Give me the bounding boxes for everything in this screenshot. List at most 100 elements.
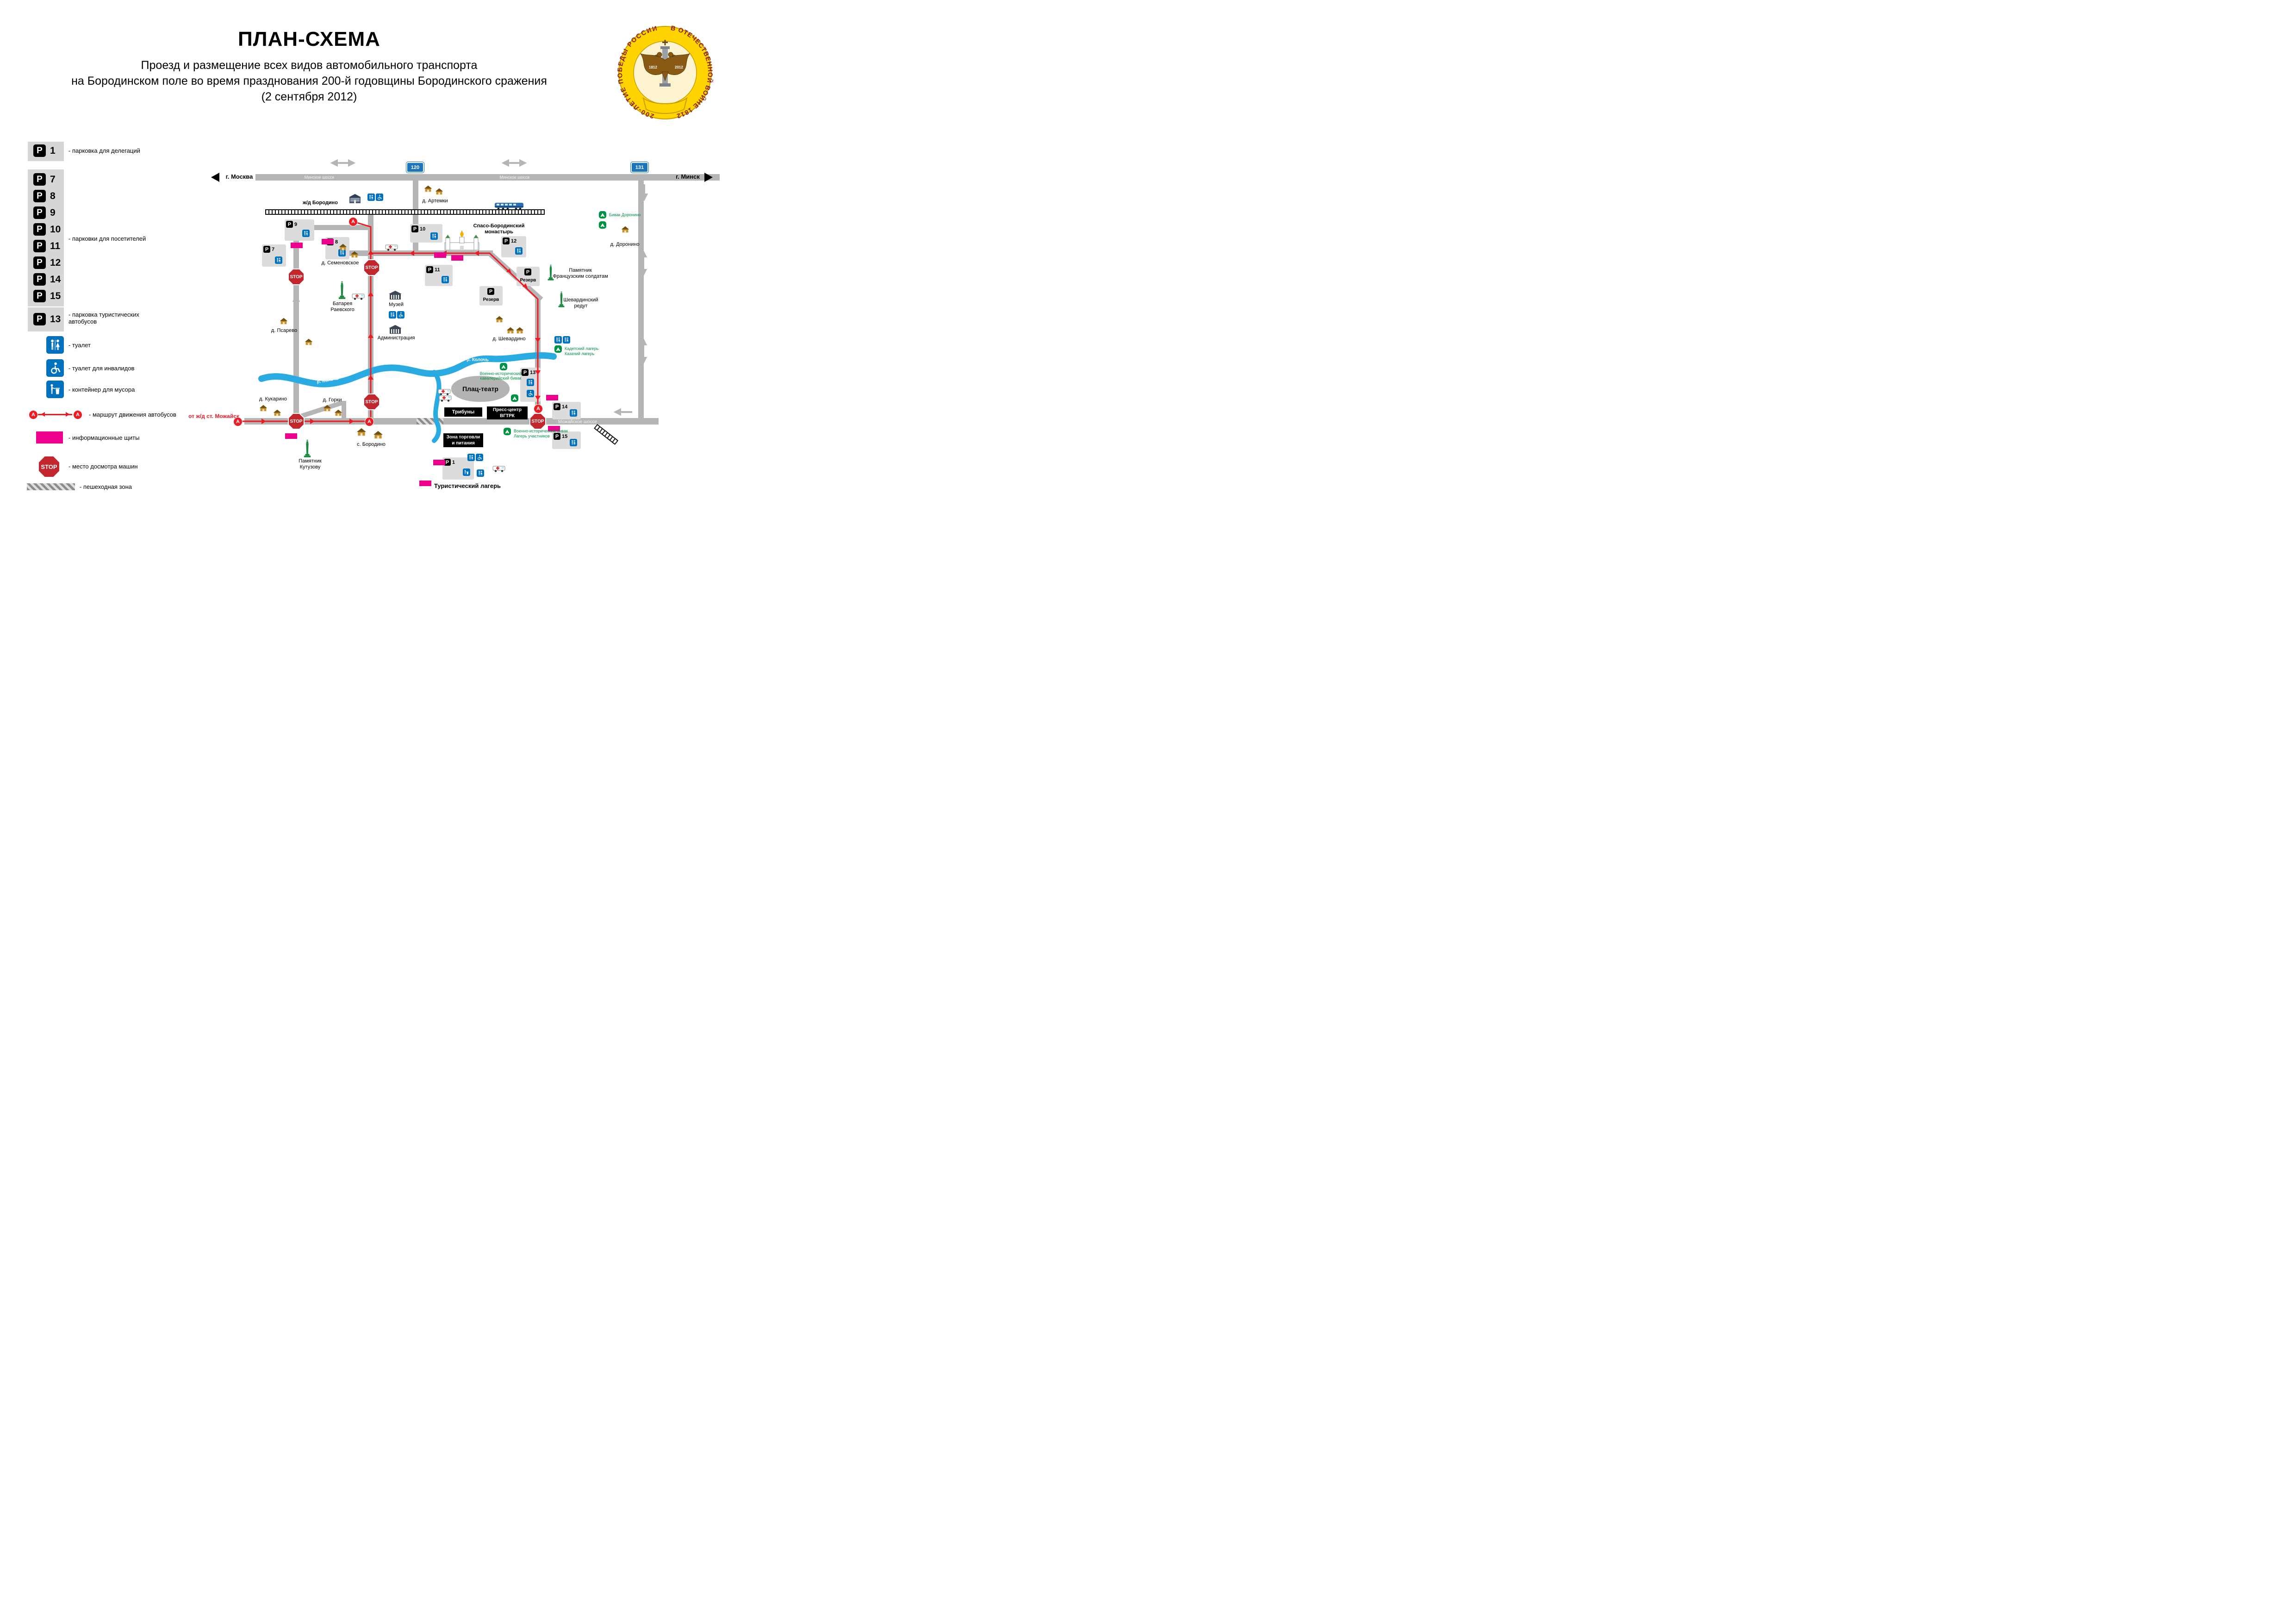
from-mozhaisk-label: от ж/д ст. Можайск <box>188 413 239 419</box>
administration-icon <box>388 324 403 334</box>
parking-icon: P <box>411 225 418 232</box>
camp-tent-icon <box>599 221 606 229</box>
press-center-box: Пресс-центр ВГТРК <box>487 406 528 419</box>
raevsky-label-2: Раевского <box>330 307 355 312</box>
plats-label: Плац-театр <box>462 385 498 393</box>
station-label: ж/д Бородино <box>303 200 338 206</box>
toilet-icon <box>367 194 375 201</box>
info-board-icon <box>546 395 558 400</box>
toilet-icon <box>570 409 577 417</box>
parking-number: 9 <box>50 207 56 218</box>
mozhaisk-highway <box>244 418 659 425</box>
parking-number: 13 <box>530 369 536 375</box>
disabled-toilet-icon <box>476 454 483 461</box>
legend-route-desc: - маршрут движения автобусов <box>89 411 176 418</box>
moscow-label: г. Москва <box>225 173 253 180</box>
ambulance-icon <box>439 394 452 402</box>
route-arrow-left <box>41 412 45 417</box>
house-icon <box>373 431 383 439</box>
parking-icon: P <box>33 313 46 325</box>
parking-icon: P <box>554 403 560 410</box>
parking-icon: P <box>263 246 270 253</box>
legend-info-desc: - информационные щиты <box>68 434 140 441</box>
toilet-icon <box>570 439 577 446</box>
house-icon <box>350 251 359 258</box>
plan-schema-poster: ПЛАН-СХЕМА Проезд и размещение всех видо… <box>0 0 765 541</box>
railway-line-southeast <box>594 424 619 445</box>
parking-icon: P <box>33 190 46 202</box>
parking-number: 14 <box>50 274 61 285</box>
monastery-label-2: монастырь <box>485 229 513 235</box>
shevardino-label: д. Шевардино <box>492 336 526 342</box>
press-label-1: Пресс-центр <box>493 407 522 412</box>
parking-icon: P <box>33 223 46 236</box>
parking-icon: P <box>33 256 46 269</box>
semenovskoe-label: д. Семеновское <box>321 260 359 266</box>
road-north-link <box>296 225 371 230</box>
legend-p12: P 12 <box>33 256 61 269</box>
house-icon <box>305 338 313 345</box>
legend-walk-desc: - пешеходная зона <box>80 483 132 490</box>
route-badge-131: 131 <box>631 162 648 173</box>
disabled-toilet-icon <box>527 390 534 397</box>
legend-p1: P 1 <box>33 144 56 157</box>
subtitle-line-3: (2 сентября 2012) <box>261 90 357 103</box>
trade-label-2: и питания <box>452 441 475 446</box>
parking-number: 15 <box>562 433 568 439</box>
parking-icon: P <box>33 206 46 219</box>
toilet-icon <box>430 232 438 240</box>
redut-label-2: редут <box>574 303 588 309</box>
info-board-icon <box>434 252 446 258</box>
museum-icon <box>388 290 403 300</box>
parking-number: 11 <box>435 267 440 273</box>
parking-reserve-2: P Резерв <box>479 286 503 306</box>
river-label: р. Колочь <box>316 375 339 385</box>
house-icon <box>280 318 288 325</box>
train-icon <box>494 202 524 210</box>
camp-tent-icon <box>599 211 606 219</box>
parking-icon: P <box>524 269 531 275</box>
road-station-vertical <box>413 181 418 256</box>
parking-icon: P <box>33 240 46 252</box>
administration-label: Администрация <box>377 335 415 341</box>
legend-trash-desc: - контейнер для мусора <box>68 386 135 393</box>
pedestrian-zone-segment <box>417 418 443 425</box>
info-board-icon <box>548 426 560 431</box>
route-a-marker: А <box>365 417 374 426</box>
doronino-label: д. Доронино <box>610 242 640 247</box>
legend-disabled-desc: - туалет для инвалидов <box>68 365 135 372</box>
parking-number: 10 <box>420 226 426 232</box>
toilet-icon <box>515 247 523 255</box>
toilet-icon <box>389 311 396 319</box>
kazak-camp-label: Казачий лагерь <box>565 351 595 356</box>
parking-icon: P <box>33 290 46 302</box>
raevsky-label-1: Батарея <box>332 301 353 306</box>
house-icon <box>435 188 443 195</box>
railway-line <box>265 209 545 215</box>
parking-icon: P <box>554 433 560 440</box>
parking-number: 7 <box>272 246 275 252</box>
info-board-icon <box>419 481 431 486</box>
info-board-icon <box>451 255 463 261</box>
route-line <box>38 414 72 415</box>
parking-icon: P <box>33 173 46 186</box>
toilet-icon <box>554 336 562 344</box>
house-icon <box>356 428 367 436</box>
french-label-2: Французским солдатам <box>553 274 608 279</box>
subtitle-line-2: на Бородинском поле во время праздновани… <box>71 75 547 87</box>
legend-stop-desc: - место досмотра машин <box>68 463 138 470</box>
cavalry-camp-label-2: кавалерийский бивак <box>480 376 522 381</box>
minsk-highway <box>255 174 720 181</box>
ambulance-icon <box>352 293 365 300</box>
parking-number: 12 <box>50 257 61 268</box>
stop-sign-label: STOP <box>289 269 304 284</box>
toilet-icon <box>338 249 346 256</box>
parking-reserve-1: P Резерв <box>516 267 540 286</box>
